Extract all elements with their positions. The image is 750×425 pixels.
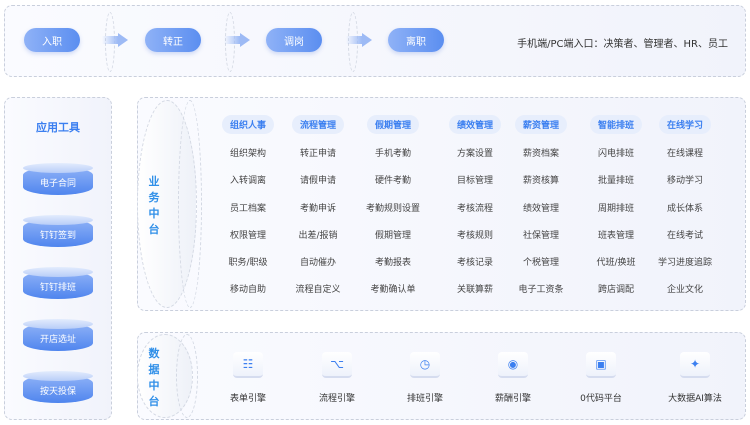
arrow-icon: [346, 33, 372, 47]
tool-site-selection: 开店选址: [23, 319, 93, 353]
engine-label: 大数据AI算法: [668, 394, 722, 404]
module-item: 绩效管理: [522, 203, 559, 214]
module-column: 绩效管理方案设置目标管理考核流程考核规则考核记录关联算薪: [440, 113, 510, 305]
clock-icon: ◷: [410, 352, 440, 378]
data-cylinder-edge: [176, 334, 198, 418]
engine-item: ✦ 大数据AI算法: [655, 352, 735, 404]
module-item: 移动学习: [666, 176, 703, 187]
terminal-icon: ▣: [586, 352, 616, 378]
module-column: 薪资管理薪资档案薪资核算绩效管理社保管理个税管理电子工资条: [506, 113, 576, 305]
module-item: 电子工资条: [518, 285, 564, 296]
flow-icon: ⌥: [322, 352, 352, 378]
engine-item: ▣ 0代码平台: [561, 352, 641, 404]
module-column: 流程管理转正申请请假申请考勤申诉出差/报销自动催办流程自定义: [283, 113, 353, 305]
engine-item: ☷ 表单引擎: [208, 352, 288, 404]
module-item: 职务/职级: [228, 258, 268, 269]
module-column: 在线学习在线课程移动学习成长体系在线考试学习进度追踪企业文化: [650, 113, 720, 305]
module-header: 智能排班: [589, 115, 642, 134]
module-item: 成长体系: [666, 203, 703, 214]
tool-scheduling: 钉钉排班: [23, 267, 93, 301]
module-item: 批量排班: [597, 176, 634, 187]
engine-label: 排班引擎: [406, 394, 443, 404]
engine-item: ◷ 排班引擎: [385, 352, 465, 404]
engine-item: ⌥ 流程引擎: [297, 352, 377, 404]
module-header: 绩效管理: [448, 115, 501, 134]
module-item: 企业文化: [666, 285, 703, 296]
module-item: 薪资核算: [522, 176, 559, 187]
module-header: 在线学习: [658, 115, 711, 134]
module-item: 在线考试: [666, 230, 703, 241]
tool-daily-insurance: 按天投保: [23, 371, 93, 405]
arrow-icon: [224, 33, 250, 47]
tools-panel: [4, 97, 112, 420]
module-item: 请假申请: [299, 176, 336, 187]
business-label: 业务中台: [148, 175, 160, 236]
engine-label: 0代码平台: [580, 394, 622, 404]
engine-label: 表单引擎: [229, 394, 266, 404]
module-item: 考勤申诉: [299, 203, 336, 214]
module-item: 个税管理: [522, 258, 559, 269]
module-column: 智能排班闪电排班批量排班周期排班班表管理代班/换班跨店调配: [581, 113, 651, 305]
module-header: 组织人事: [221, 115, 274, 134]
module-item: 班表管理: [597, 230, 634, 241]
step-onboard: 入职: [24, 28, 80, 52]
module-item: 社保管理: [522, 230, 559, 241]
coin-icon: ◉: [498, 352, 528, 378]
module-item: 硬件考勤: [374, 176, 411, 187]
module-item: 考勤确认单: [370, 285, 416, 296]
module-item: 员工档案: [229, 203, 266, 214]
data-label: 数据中台: [148, 347, 160, 408]
module-item: 考勤规则设置: [365, 203, 420, 214]
module-item: 入转调离: [229, 176, 266, 187]
step-resign: 离职: [388, 28, 444, 52]
module-item: 在线课程: [666, 149, 703, 159]
module-header: 薪资管理: [514, 115, 567, 134]
module-item: 出差/报销: [298, 230, 338, 241]
sparkle-icon: ✦: [680, 352, 710, 378]
module-item: 自动催办: [299, 258, 336, 269]
module-item: 方案设置: [456, 149, 493, 159]
entry-text: 手机端/PC端入口：决策者、管理者、HR、员工: [517, 39, 728, 50]
module-item: 考核规则: [456, 230, 493, 241]
engine-label: 流程引擎: [318, 394, 355, 404]
module-item: 假期管理: [374, 230, 411, 241]
module-item: 学习进度追踪: [657, 258, 712, 269]
module-item: 手机考勤: [374, 149, 411, 159]
module-item: 代班/换班: [596, 258, 636, 269]
step-transfer: 调岗: [266, 28, 322, 52]
module-item: 周期排班: [597, 203, 634, 214]
tool-e-contract: 电子合同: [23, 163, 93, 197]
tools-title: 应用工具: [36, 121, 80, 134]
module-item: 目标管理: [456, 176, 493, 187]
module-item: 流程自定义: [295, 285, 341, 296]
module-item: 薪资档案: [522, 149, 559, 159]
engine-label: 薪酬引擎: [494, 394, 531, 404]
module-item: 跨店调配: [597, 285, 634, 296]
module-column: 假期管理手机考勤硬件考勤考勤规则设置假期管理考勤报表考勤确认单: [358, 113, 428, 305]
form-list-icon: ☷: [233, 352, 263, 378]
module-header: 假期管理: [366, 115, 419, 134]
module-item: 组织架构: [229, 149, 266, 159]
step-regularize: 转正: [145, 28, 201, 52]
module-item: 关联算薪: [456, 285, 493, 296]
module-item: 权限管理: [229, 230, 266, 241]
module-header: 流程管理: [291, 115, 344, 134]
module-column: 组织人事组织架构入转调离员工档案权限管理职务/职级移动自助: [213, 113, 283, 305]
module-item: 考核流程: [456, 203, 493, 214]
business-cylinder-edge: [178, 100, 202, 308]
module-item: 考核记录: [456, 258, 493, 269]
tool-checkin: 钉钉签到: [23, 215, 93, 249]
engine-item: ◉ 薪酬引擎: [473, 352, 553, 404]
module-item: 移动自助: [229, 285, 266, 296]
module-item: 考勤报表: [374, 258, 411, 269]
module-item: 闪电排班: [597, 149, 634, 159]
arrow-icon: [102, 33, 128, 47]
module-item: 转正申请: [299, 149, 336, 159]
